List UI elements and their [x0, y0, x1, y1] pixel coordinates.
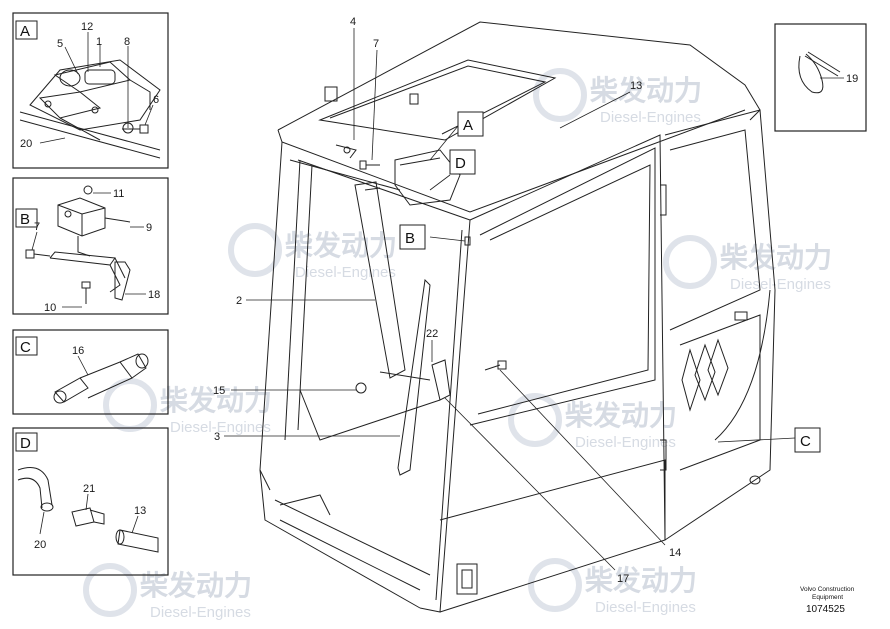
- detail-box-d: D 21 13 20: [12, 427, 169, 576]
- label-4: 4: [350, 16, 356, 28]
- cab-drawing: [259, 21, 776, 613]
- svg-text:Diesel-Engines: Diesel-Engines: [575, 434, 676, 451]
- switch-bracket-drawing: [25, 185, 131, 304]
- label-b-10: 10: [44, 302, 56, 314]
- label-a-5: 5: [57, 38, 63, 50]
- svg-text:柴发动力: 柴发动力: [140, 569, 252, 601]
- svg-text:柴发动力: 柴发动力: [160, 384, 272, 416]
- label-b-9: 9: [146, 222, 152, 234]
- svg-text:柴发动力: 柴发动力: [565, 399, 677, 431]
- detail-a-letter: A: [20, 23, 30, 40]
- watermark-4: 柴发动力 Diesel-Engines: [103, 378, 272, 436]
- svg-text:Diesel-Engines: Diesel-Engines: [730, 276, 831, 293]
- wiper-motor-drawing: [19, 59, 161, 159]
- watermark-group: 柴发动力 Diesel-Engines 柴发动力 Diesel-Engines …: [83, 68, 832, 621]
- label-7: 7: [373, 38, 379, 50]
- svg-text:B: B: [405, 230, 415, 247]
- label-a-8: 8: [124, 36, 130, 48]
- detail-c-letter: C: [20, 339, 31, 356]
- detail-b-letter: B: [20, 211, 30, 228]
- label-13: 13: [630, 80, 642, 92]
- hose-connector-drawing: [17, 467, 159, 553]
- bolt-6-drawing: [122, 124, 149, 134]
- callout-b: B: [399, 224, 426, 250]
- svg-text:Diesel-Engines: Diesel-Engines: [295, 264, 396, 281]
- detail-box-a: A 5 12 1: [12, 12, 169, 169]
- detail-box-c: C 16: [12, 329, 169, 415]
- label-22: 22: [426, 328, 438, 340]
- label-b-7: 7: [34, 221, 40, 233]
- svg-text:Diesel-Engines: Diesel-Engines: [170, 419, 271, 436]
- detail-box-b: B 11 7 9 18 10: [12, 177, 169, 315]
- part-19-box: 19: [774, 23, 867, 132]
- callout-a: A: [457, 111, 484, 137]
- watermark-5: 柴发动力 Diesel-Engines: [508, 393, 677, 451]
- footer-company: Volvo Construction: [800, 586, 855, 593]
- svg-text:C: C: [800, 433, 811, 450]
- label-a-1: 1: [96, 36, 102, 48]
- watermark-7: 柴发动力 Diesel-Engines: [528, 558, 697, 616]
- callout-c: C: [794, 427, 821, 453]
- cable-tie-drawing: [798, 51, 841, 94]
- label-a-12: 12: [81, 21, 93, 33]
- svg-text:柴发动力: 柴发动力: [585, 564, 697, 596]
- footer-equipment: Equipment: [812, 594, 843, 601]
- label-c-16: 16: [72, 345, 84, 357]
- callout-d: D: [449, 149, 476, 175]
- watermark-2: 柴发动力 Diesel-Engines: [228, 223, 397, 281]
- label-a-20: 20: [20, 138, 32, 150]
- label-19: 19: [846, 73, 858, 85]
- svg-text:A: A: [463, 117, 473, 134]
- label-b-11: 11: [113, 188, 124, 200]
- label-a-6: 6: [153, 94, 159, 106]
- label-14: 14: [669, 547, 681, 559]
- svg-text:Diesel-Engines: Diesel-Engines: [595, 599, 696, 616]
- svg-text:柴发动力: 柴发动力: [590, 74, 702, 106]
- footer-number: 1074525: [806, 604, 845, 615]
- label-d-13: 13: [134, 505, 146, 517]
- label-b-18: 18: [148, 289, 160, 301]
- watermark-1: 柴发动力 Diesel-Engines: [533, 68, 702, 126]
- watermark-6: 柴发动力 Diesel-Engines: [83, 563, 252, 621]
- svg-text:柴发动力: 柴发动力: [285, 229, 397, 261]
- svg-text:Diesel-Engines: Diesel-Engines: [150, 604, 251, 621]
- svg-text:柴发动力: 柴发动力: [720, 241, 832, 273]
- label-2: 2: [236, 295, 242, 307]
- label-d-20: 20: [34, 539, 46, 551]
- svg-text:Diesel-Engines: Diesel-Engines: [600, 109, 701, 126]
- watermark-3: 柴发动力 Diesel-Engines: [663, 235, 832, 293]
- label-3: 3: [214, 431, 220, 443]
- label-15: 15: [213, 385, 225, 397]
- connector-16-drawing: [53, 353, 149, 404]
- label-d-21: 21: [83, 483, 95, 495]
- svg-text:D: D: [455, 155, 466, 172]
- detail-d-letter: D: [20, 435, 31, 452]
- label-17: 17: [617, 573, 629, 585]
